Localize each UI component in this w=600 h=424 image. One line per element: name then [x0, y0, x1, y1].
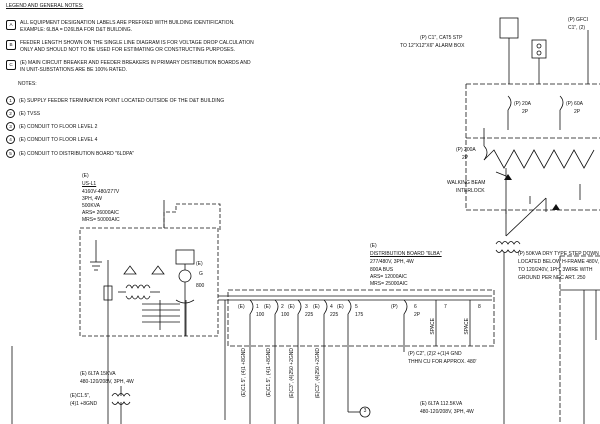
gfci-note: (P) GFCI	[568, 17, 588, 23]
feeder-rating: 175	[355, 312, 364, 318]
note-text: (E) CONDUIT TO FLOOR LEVEL 2	[19, 123, 98, 130]
feeder-conduit: (E)C1.5", (4)1 +8GND	[266, 348, 272, 397]
note-line: FEEDER LENGTH SHOWN ON THE SINGLE LINE D…	[20, 40, 254, 46]
general-note-b: B FEEDER LENGTH SHOWN ON THE SINGLE LINE …	[6, 40, 254, 54]
note-number: 2	[6, 109, 15, 118]
panel-6lta2-tag: (E) 6LTA 112.5KVA	[420, 401, 463, 407]
feeder-tag: (E)	[238, 304, 245, 310]
note-number: 5	[6, 149, 15, 158]
legend-title: LEGEND AND GENERAL NOTES:	[6, 3, 84, 9]
note-text: (E) SUPPLY FEEDER TERMINATION POINT LOCA…	[19, 97, 225, 104]
panel-6lta-feed: (4)1 +8GND	[70, 401, 98, 407]
feeder-number: 3	[305, 304, 308, 310]
feeder-number: 1	[256, 304, 259, 310]
note-2: 2 (E) TVSS	[6, 109, 40, 118]
alarm-note: (P) C1", CAT5 STP	[420, 35, 463, 41]
feeder-conduit: (E)C3", (4)250 +2GND	[289, 348, 295, 399]
note-4: 4 (E) CONDUIT TO FLOOR LEVEL 4	[6, 135, 97, 144]
note-3: 3 (E) CONDUIT TO FLOOR LEVEL 2	[6, 122, 97, 131]
note-1: 1 (E) SUPPLY FEEDER TERMINATION POINT LOC…	[6, 96, 224, 105]
dist-board-line: ARS= 12000AIC	[370, 274, 407, 280]
feeder-number: 6	[414, 304, 417, 310]
feeder-number: 5	[355, 304, 358, 310]
panel-6lta-sub: 480-120/208V, 3PH, 4W	[80, 379, 134, 385]
feeder-conduit: (E)C1.5", (4)1 +8GND	[241, 348, 247, 397]
gfci-note: C1", (2)	[568, 25, 586, 31]
substation-line: 500KVA	[82, 203, 100, 209]
notes-heading: NOTES:	[18, 81, 37, 87]
note-line: ONLY AND SHOULD NOT TO BE USED FOR ESTIM…	[20, 46, 236, 53]
walking-beam-label: WALKING BEAM	[447, 180, 486, 186]
feeder-number: 8	[478, 304, 481, 310]
feeder-tag: (E)	[337, 304, 344, 310]
feeder-rating: 100	[256, 312, 265, 318]
dist-board-name: DISTRIBUTION BOARD "6LBA"	[370, 251, 442, 257]
note-5: 5 (E) CONDUIT TO DISTRIBUTION BOARD "6LDP…	[6, 149, 134, 158]
dist-board-line: MRS= 25000AIC	[370, 281, 408, 287]
note-line: (E) MAIN CIRCUIT BREAKER AND FEEDER BREA…	[20, 60, 251, 66]
substation-line: ARS= 26000AIC	[82, 210, 119, 216]
note-mark: C	[6, 60, 16, 70]
general-note-a: A ALL EQUIPMENT DESIGNATION LABELS ARE PR…	[6, 20, 235, 34]
substation-line: 3PH, 4W	[82, 196, 103, 202]
breaker-60a-pole: 2P	[574, 109, 581, 115]
feeder-conduit: SPACE	[430, 318, 436, 335]
breaker-60a-label: (P) 60A	[566, 101, 583, 107]
feeder-rating: 225	[305, 312, 314, 318]
main-breaker-pole: G	[199, 271, 203, 277]
panel-6lta-tag: (E) 6LTA 15KVA	[80, 371, 116, 377]
feeder-tag: (E)	[264, 304, 271, 310]
substation-line: MRS= 50000AIC	[82, 217, 120, 223]
note-text: (E) CONDUIT TO FLOOR LEVEL 4	[19, 136, 98, 143]
dist-board-tag: (E)	[370, 243, 377, 249]
step-down-note: (P) 50KVA DRY TYPE STEP DOWN	[518, 251, 599, 257]
note-line: ALL EQUIPMENT DESIGNATION LABELS ARE PRE…	[20, 20, 235, 26]
note-mark: B	[6, 40, 16, 50]
feeder-rating: 225	[330, 312, 339, 318]
breaker-20a-label: (P) 20A	[514, 101, 531, 107]
dist-board-line: 800A BUS	[370, 267, 394, 273]
new-conduit-note: THHN CU FOR APPROX. 480'	[408, 359, 477, 365]
feeder-number: 4	[330, 304, 333, 310]
breaker-200a-pole: 2P	[462, 155, 469, 161]
feeder-rating: 2P	[414, 312, 421, 318]
note-number: 3	[6, 122, 15, 131]
main-breaker-tag: (E)	[196, 261, 203, 267]
feeder-number: 2	[281, 304, 284, 310]
new-conduit-note: (P) C2", (2)2 +(1)4 GND	[408, 351, 462, 357]
substation-name: US-L1	[82, 181, 97, 187]
step-down-note: LOCATED BELOW H-FRAME 480V,	[518, 259, 599, 265]
panel-6lta2-sub: 480-120/208V, 3PH, 4W	[420, 409, 474, 415]
note-number: 1	[6, 96, 15, 105]
breaker-20a-pole: 2P	[522, 109, 529, 115]
general-note-c: C (E) MAIN CIRCUIT BREAKER AND FEEDER BRE…	[6, 60, 251, 74]
note-number: 4	[6, 135, 15, 144]
note-line: EXAMPLE: 6LBA = D26LBA FOR D&T BUILDING.	[20, 26, 133, 33]
note-text: (E) CONDUIT TO DISTRIBUTION BOARD "6LDPA…	[19, 150, 135, 157]
alarm-note: TO 12"X12"X6" ALARM BOX	[400, 43, 465, 49]
feeder-tag: (E)	[288, 304, 295, 310]
step-down-note: GROUND PER NEC ART. 250	[518, 275, 586, 281]
note-line: IN UNIT-SUBSTATIONS ARE BE 100% RATED.	[20, 66, 127, 73]
feeder-number: 7	[444, 304, 447, 310]
step-down-note: TO 120/240V, 1PH, 3WIRE WITH	[518, 267, 593, 273]
substation-line: 4160V-480/277V	[82, 189, 120, 195]
callout-3: 3	[363, 408, 367, 414]
feeder-conduit: SPACE	[464, 318, 470, 335]
main-breaker-rating: 800	[196, 283, 205, 289]
feeder-tag: (E)	[313, 304, 320, 310]
dist-board-line: 277/480V, 3PH, 4W	[370, 259, 414, 265]
note-text: (E) TVSS	[19, 110, 41, 117]
panel-6lta-feed: (E)C1.5",	[70, 393, 91, 399]
feeder-conduit: (E)C3", (4)250 +2GND	[315, 348, 321, 399]
feeder-tag: (P)	[391, 304, 398, 310]
walking-beam-label: INTERLOCK	[456, 188, 485, 194]
note-mark: A	[6, 20, 16, 30]
breaker-200a-label: (P) 200A	[456, 147, 476, 153]
feeder-rating: 100	[281, 312, 290, 318]
substation-tag: (E)	[82, 173, 89, 179]
